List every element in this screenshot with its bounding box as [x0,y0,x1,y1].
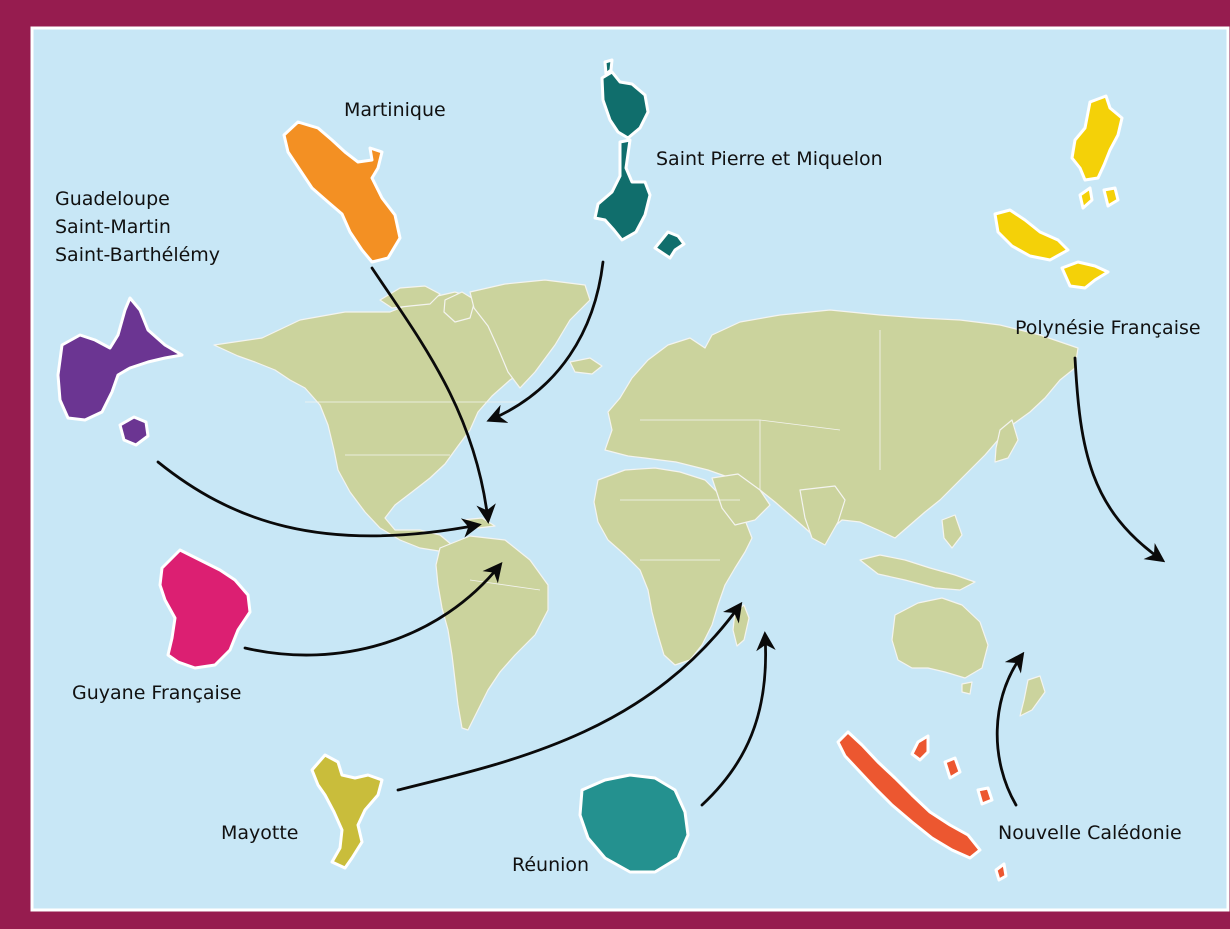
arrow-reunion [700,631,776,807]
arrow-caledonie [995,651,1025,807]
country-borders [305,330,881,591]
greenland [469,279,591,389]
africa [593,467,753,666]
reunion-island [578,773,690,874]
baffin-island [443,291,476,323]
japan [994,419,1019,463]
arrow-mayotte [396,601,743,792]
martinique-island [282,120,402,264]
caledonie-islands [836,730,1008,882]
label-mayotte: Mayotte [221,822,299,844]
label-polynesie: Polynésie Française [1015,317,1201,339]
indonesia [859,554,976,591]
arrow-guadeloupe [156,460,482,538]
arrows [156,260,1166,807]
polynesie-islands [993,94,1124,290]
guadeloupe-islands [56,296,184,447]
new-zealand [1019,675,1046,717]
mayotte-island [310,753,384,870]
label-martinique: Martinique [344,99,446,121]
continents [213,279,1079,731]
arrow-guyane [243,561,503,657]
label-saint-martin: Saint-Martin [55,216,171,238]
india [799,485,846,546]
arrow-polynesie [1073,356,1166,563]
label-caledonie: Nouvelle Calédonie [998,822,1182,844]
label-reunion: Réunion [512,854,590,876]
label-guyane: Guyane Française [72,682,242,704]
iceland [569,357,603,375]
arrow-saint-pierre [486,260,605,423]
label-saint-barthelemy: Saint-Barthélémy [55,244,221,266]
tasmania [961,681,973,695]
arrow-martinique [370,266,496,524]
label-saint-pierre: Saint Pierre et Miquelon [656,148,883,170]
philippines [941,514,963,549]
australia [891,597,989,679]
guyane-island [158,548,252,670]
saint-pierre-miquelon-islands [593,58,686,260]
arabian-peninsula [711,473,771,526]
label-guadeloupe: Guadeloupe [55,188,170,210]
